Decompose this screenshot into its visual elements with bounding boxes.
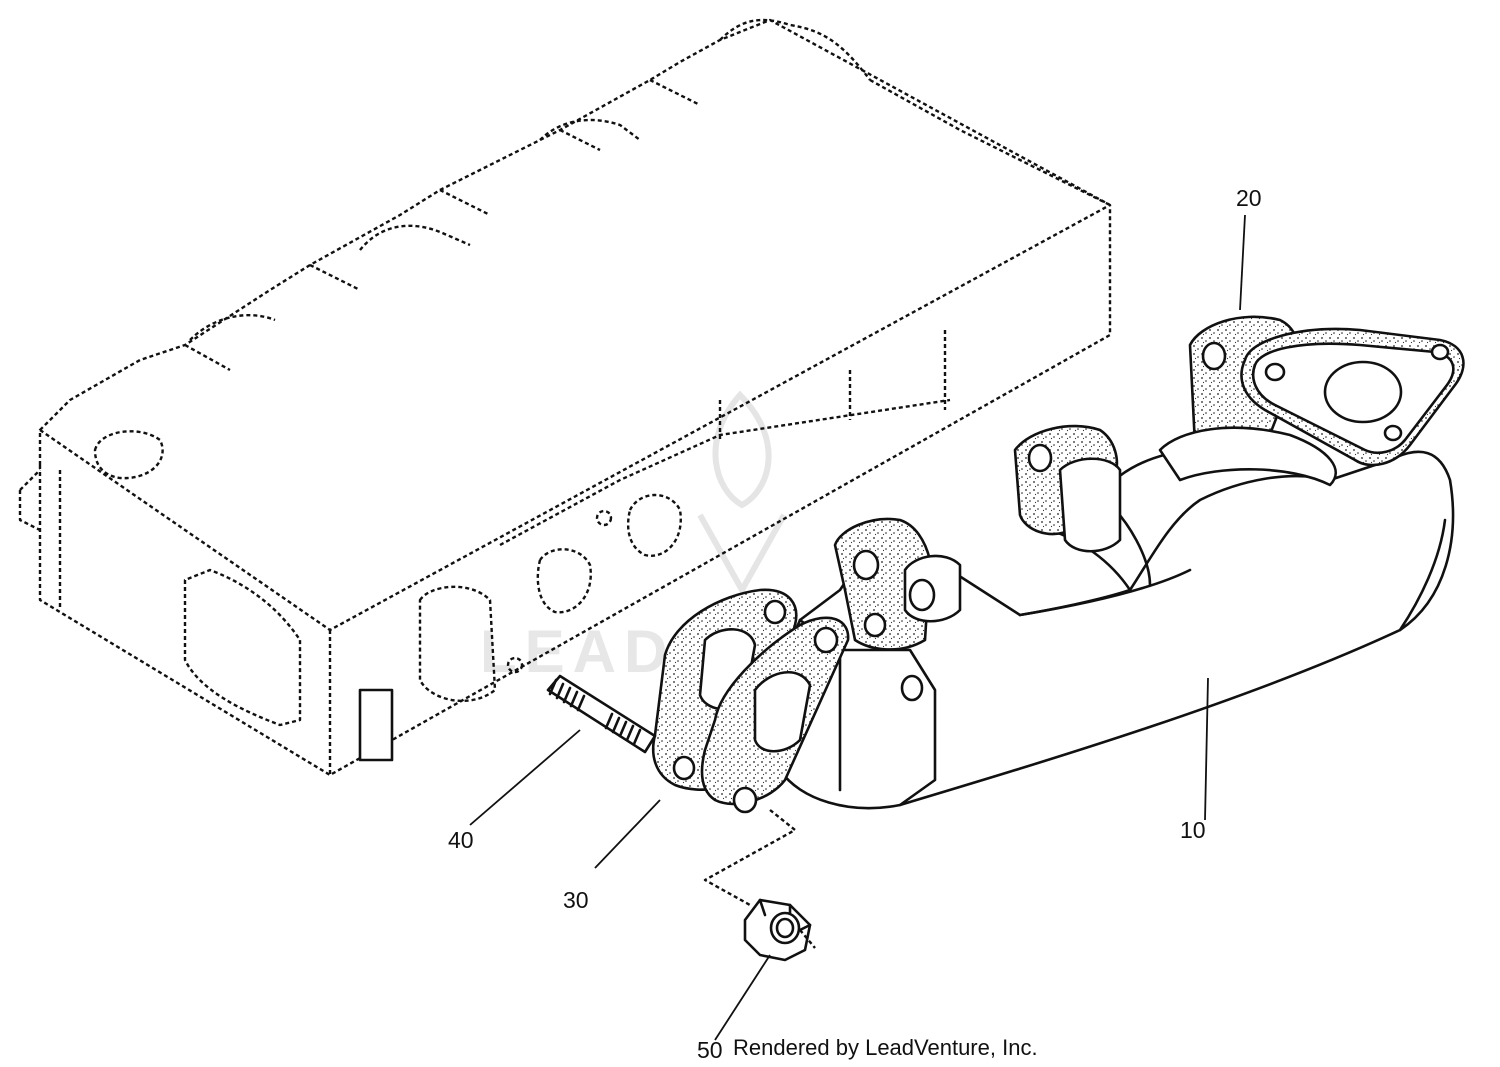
callout-30: 30 — [563, 887, 589, 913]
stud — [546, 674, 657, 754]
callout-10: 10 — [1180, 817, 1206, 843]
flange-nut — [743, 898, 812, 962]
cylinder-head-outline — [18, 18, 1112, 777]
head-lug — [358, 688, 394, 762]
render-credit: Rendered by LeadVenture, Inc. — [733, 1035, 1038, 1060]
port-gasket — [651, 588, 850, 814]
leader-lines — [469, 214, 1246, 1041]
callout-20: 20 — [1236, 185, 1262, 211]
assembly-line — [703, 809, 816, 949]
callout-40: 40 — [448, 827, 474, 853]
callout-50: 50 — [697, 1037, 723, 1063]
outlet-flange-gasket — [1240, 327, 1465, 467]
